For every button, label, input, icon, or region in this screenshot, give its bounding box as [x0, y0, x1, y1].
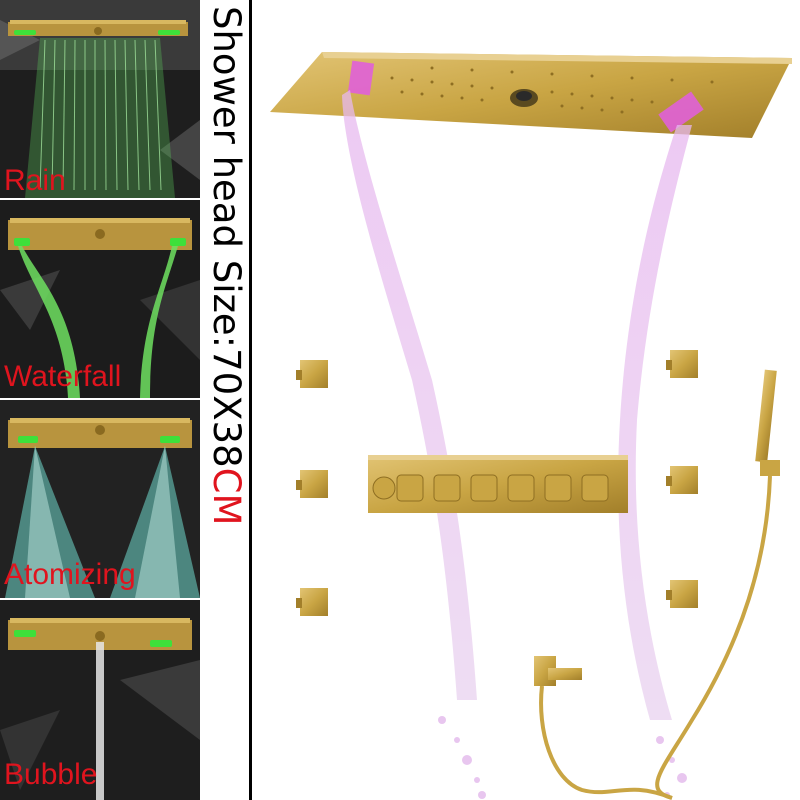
- mode-label-atomizing: Atomizing: [4, 558, 136, 591]
- water-droplets: [438, 716, 687, 799]
- divider-line: [249, 0, 252, 800]
- tub-spout-icon: [534, 656, 673, 800]
- mode-panel-rain: Rain: [0, 0, 200, 198]
- thermostatic-mixer-icon: [368, 455, 628, 513]
- mode-label-bubble: Bubble: [4, 758, 98, 791]
- shower-system-image: [270, 52, 792, 800]
- hand-shower-icon: [655, 369, 780, 800]
- mode-panel-waterfall: Waterfall: [0, 200, 200, 398]
- rain-shower-head-icon: [270, 52, 792, 138]
- rain-shower-image: [0, 0, 200, 198]
- size-title-text: Shower head Size:70X38: [205, 6, 248, 468]
- waterfall-stream-right: [618, 125, 692, 720]
- body-jet-icon: [296, 350, 698, 616]
- mode-panel-atomizing: Atomizing: [0, 400, 200, 598]
- waterfall-shower-image: [0, 200, 200, 398]
- mode-panel-bubble: Bubble: [0, 600, 200, 800]
- size-title: Shower head Size:70X38CM: [204, 6, 248, 566]
- mode-label-waterfall: Waterfall: [4, 360, 122, 393]
- bubble-shower-image: [0, 600, 200, 800]
- atomizing-shower-image: [0, 400, 200, 598]
- mode-label-rain: Rain: [4, 164, 66, 197]
- waterfall-stream-left: [342, 90, 477, 700]
- size-title-unit: CM: [205, 467, 248, 526]
